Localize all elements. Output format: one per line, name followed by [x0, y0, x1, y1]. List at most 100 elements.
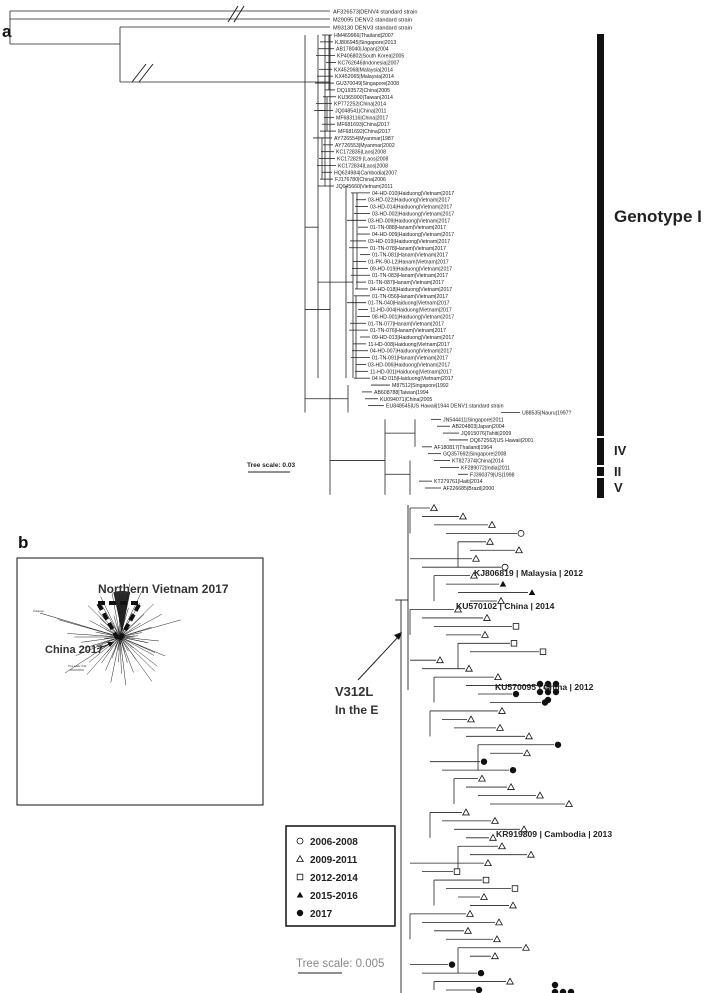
filled-circle-marker [512, 690, 520, 698]
leaf-label: 01-TN-087|Hanam|Vietnam|2017 [368, 280, 444, 286]
radial-branch [118, 636, 121, 663]
open-triangle-marker [470, 571, 478, 579]
outgroup-label: M93130 DENV3 standard strain [333, 26, 412, 32]
leaf-label: JQ048541|China|2011 [335, 109, 386, 115]
genotype-v-label: V [614, 480, 623, 495]
open-triangle-marker [515, 546, 523, 554]
inset-frame [16, 557, 264, 806]
leaf-label: AB204803|Japan|2004 [452, 424, 505, 430]
leaf-label: MF681693|China|2017 [337, 122, 390, 128]
open-triangle-marker [466, 909, 474, 917]
leaf-label: JQ915076|Tahiti|2009 [461, 431, 511, 437]
radial-branch [88, 636, 121, 663]
radial-branch [119, 636, 156, 672]
open-triangle-marker [522, 943, 530, 951]
open-circle-marker [501, 563, 509, 571]
filled-circle-marker [475, 986, 483, 993]
long-outgroup-branch [39, 612, 121, 638]
filled-circle-marker [480, 758, 488, 765]
filled-circle-marker [448, 961, 456, 968]
leaf-label: EU848545|US Hawaii|1944 DENV1 standard s… [386, 404, 504, 410]
open-triangle-marker [467, 715, 475, 723]
radial-branch [119, 626, 152, 638]
leaf-label: 01-TN-040|Haiduong|Vietnam|2017 [368, 301, 450, 307]
leaf-label: AB178040|Japan|2004 [336, 47, 389, 53]
leaf-label: AY726554|Myanmar|1987 [334, 136, 394, 142]
leaf-label: AB608788|Taiwan|1994 [374, 390, 429, 396]
inset-label-northern-vietnam: Northern Vietnam 2017 [98, 582, 229, 596]
leaf-label: 04-HD-007|Haiduong|Vietnam|2017 [370, 349, 452, 355]
filled-circle-marker [551, 988, 559, 993]
radial-branch [113, 615, 121, 638]
leaf-label: M87512|Singapore|1992 [392, 383, 449, 389]
branch-break-mark [227, 5, 239, 23]
open-triangle-marker [472, 554, 480, 562]
filled-triangle-marker [499, 580, 507, 587]
radial-branch [119, 636, 156, 653]
leaf-label: AF180817|Thailand|1964 [434, 445, 492, 451]
leaf-label: U88535|Nauru|1997? [522, 411, 572, 417]
inset-scale-label: Tree scale: 0.01 [68, 664, 87, 668]
filled-circle-marker [559, 988, 567, 993]
legend-label: 2015-2016 [310, 891, 358, 902]
inset-label-china: China 2017 [45, 644, 103, 656]
open-triangle-marker [493, 935, 501, 943]
legend-label: 2012-2014 [310, 873, 358, 884]
leaf-label: MF681692|China|2017 [338, 129, 391, 135]
open-triangle-marker [509, 901, 517, 909]
leaf-label: 01-TN-091|Hanam|Vietnam|2017 [372, 356, 448, 362]
radial-branch [101, 605, 121, 638]
leaf-label: KX452068|Malaysia|2014 [334, 67, 393, 73]
leaf-label: KJ806945|Singapore|2013 [335, 40, 396, 46]
mutation-label: V312L [335, 684, 373, 699]
filled-circle-marker [536, 680, 544, 688]
filled-triangle-marker [528, 589, 536, 596]
open-triangle-marker [480, 892, 488, 900]
branch-break-mark [131, 63, 147, 83]
radial-branch [119, 603, 154, 638]
legend-label: 2009-2011 [310, 855, 358, 866]
branch-break-mark [138, 63, 154, 83]
open-triangle-marker [494, 673, 502, 681]
filled-triangle-marker [296, 891, 304, 898]
open-triangle-marker [478, 774, 486, 782]
filled-circle-marker [552, 688, 560, 696]
leaf-label: 03-HD-009|Haiduong|Vietnam|2017 [368, 218, 450, 224]
radial-branch [111, 636, 121, 659]
outgroup-label: AF326573|DENV4 standard strain [333, 10, 417, 16]
genotype-i-label: Genotype I [614, 207, 702, 226]
leaf-label: AY726553|Myanmar|2002 [335, 143, 395, 149]
open-square-marker [512, 623, 520, 630]
open-triangle-marker [430, 503, 438, 511]
vietnam-clade-branch [121, 591, 131, 632]
leaf-label: GQ357692|Singapore|2008 [443, 452, 506, 458]
leaf-label: 11-HD-001|Haiduong|Vietnam|2017 [370, 369, 452, 375]
radial-branch [119, 607, 129, 638]
mutation-pointer-head [394, 632, 402, 640]
leaf-label: 01-TN-056|Hanam|Vietnam|2017 [372, 294, 448, 300]
open-triangle-marker [507, 782, 515, 790]
panel-a-letter: a [2, 22, 12, 41]
panel-b-letter: b [18, 533, 29, 552]
china-pointer-head [107, 642, 114, 647]
leaf-label: 01-TN-076|Hanam|Vietnam|2017 [370, 328, 446, 334]
genotype-iv-bar [597, 438, 604, 465]
leaf-label: KC172835|Laos|2008 [336, 150, 386, 156]
open-triangle-marker [464, 926, 472, 934]
radial-branch [119, 636, 158, 667]
open-square-marker [453, 868, 461, 875]
legend-label: 2017 [310, 909, 333, 920]
open-triangle-marker [527, 850, 535, 858]
open-triangle-marker [462, 808, 470, 816]
genotype-ii-bar [597, 467, 604, 476]
leaf-label: 09-HD-019|Haiduong|Vietnam|2017 [370, 266, 452, 272]
radial-branch [119, 636, 154, 656]
filled-circle-marker [536, 688, 544, 696]
leaf-label: JQ045660|Vietnam|2011 [336, 184, 393, 190]
open-triangle-marker [454, 605, 462, 613]
radial-branch [106, 636, 121, 653]
leaf-label: KC762646|Indonesia|2007 [338, 60, 399, 66]
open-triangle-marker [506, 977, 514, 985]
